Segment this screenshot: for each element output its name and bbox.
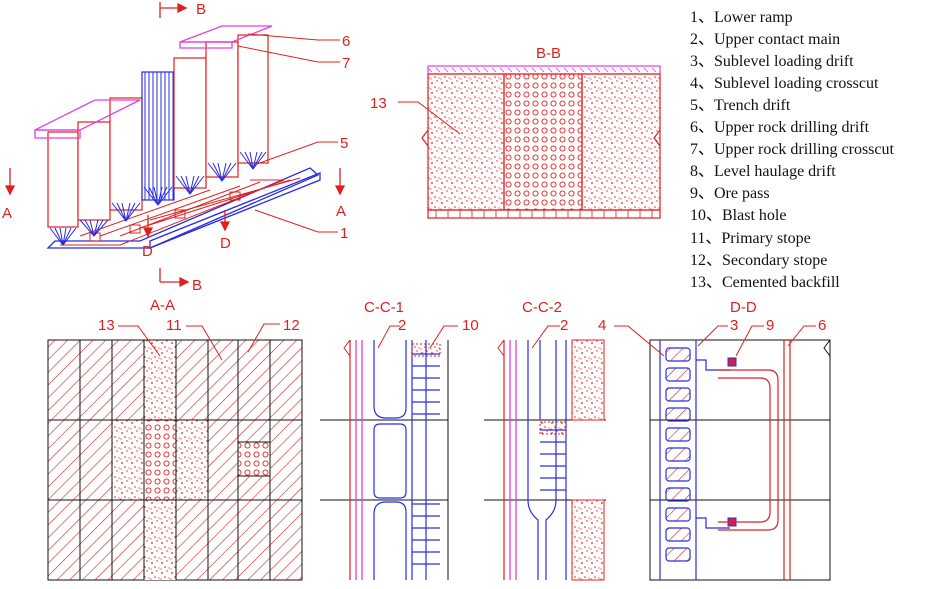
legend-item-6: 6、Upper rock drilling drift — [690, 119, 870, 136]
callout-4-dd: 4 — [598, 317, 606, 334]
callout-9-dd: 9 — [766, 317, 774, 334]
marker-d-right: D — [220, 235, 231, 252]
upper-drifts — [34, 25, 273, 139]
marker-d-left: D — [142, 243, 153, 260]
callout-11-aa: 11 — [166, 317, 182, 334]
callout-13-bb: 13 — [370, 95, 387, 112]
marker-a-left: A — [2, 205, 12, 222]
section-aa-title: A-A — [150, 297, 175, 314]
marker-a-right: A — [336, 203, 346, 220]
stope-columns — [47, 34, 269, 228]
legend-item-13: 13、Cemented backfill — [690, 274, 840, 291]
section-bb-title: B-B — [536, 45, 561, 62]
legend-item-12: 12、Secondary stope — [690, 252, 827, 269]
legend-item-5: 5、Trench drift — [690, 97, 791, 114]
section-aa: A-A 13 11 12 — [47, 297, 303, 581]
callout-5-iso: 5 — [340, 135, 348, 152]
legend-item-7: 7、Upper rock drilling crosscut — [690, 141, 895, 158]
callout-12-aa: 12 — [283, 317, 300, 334]
lower-ramp — [46, 167, 321, 249]
legend-item-11: 11、Primary stope — [690, 230, 811, 247]
callout-2-cc2: 2 — [560, 317, 568, 334]
legend-item-10: 10、Blast hole — [690, 207, 786, 224]
isometric-view: A A B B D D 6 7 5 1 — [2, 1, 350, 294]
iso-callout-lines — [237, 33, 340, 233]
section-dd: D-D — [598, 299, 831, 581]
blast-hole-fans — [49, 151, 267, 246]
legend-item-8: 8、Level haulage drift — [690, 163, 836, 180]
section-markers — [4, 2, 346, 288]
callout-13-aa: 13 — [98, 317, 115, 334]
callout-3-dd: 3 — [730, 317, 738, 334]
section-cc2: C-C-2 2 — [484, 299, 606, 581]
section-cc1-title: C-C-1 — [364, 299, 404, 316]
legend-item-3: 3、Sublevel loading drift — [690, 53, 854, 70]
legend-item-2: 2、Upper contact main — [690, 31, 840, 48]
section-cc1: C-C-1 2 10 — [320, 299, 479, 580]
callout-6-dd: 6 — [818, 317, 826, 334]
section-bb: B-B 13 — [370, 45, 661, 219]
marker-b-bottom: B — [192, 277, 202, 294]
legend-item-9: 9、Ore pass — [690, 185, 770, 202]
haulage-drifts — [60, 177, 301, 246]
callout-2-cc1: 2 — [398, 317, 406, 334]
section-dd-title: D-D — [730, 299, 757, 316]
legend: 1、Lower ramp 2、Upper contact main 3、Subl… — [690, 9, 895, 291]
marker-b-top: B — [196, 1, 206, 18]
legend-item-1: 1、Lower ramp — [690, 9, 793, 26]
callout-10-cc1: 10 — [462, 317, 479, 334]
callout-7-iso: 7 — [342, 55, 350, 72]
section-cc2-title: C-C-2 — [522, 299, 562, 316]
callout-1-iso: 1 — [340, 225, 348, 242]
legend-item-4: 4、Sublevel loading crosscut — [690, 75, 879, 92]
callout-6-iso: 6 — [342, 33, 350, 50]
